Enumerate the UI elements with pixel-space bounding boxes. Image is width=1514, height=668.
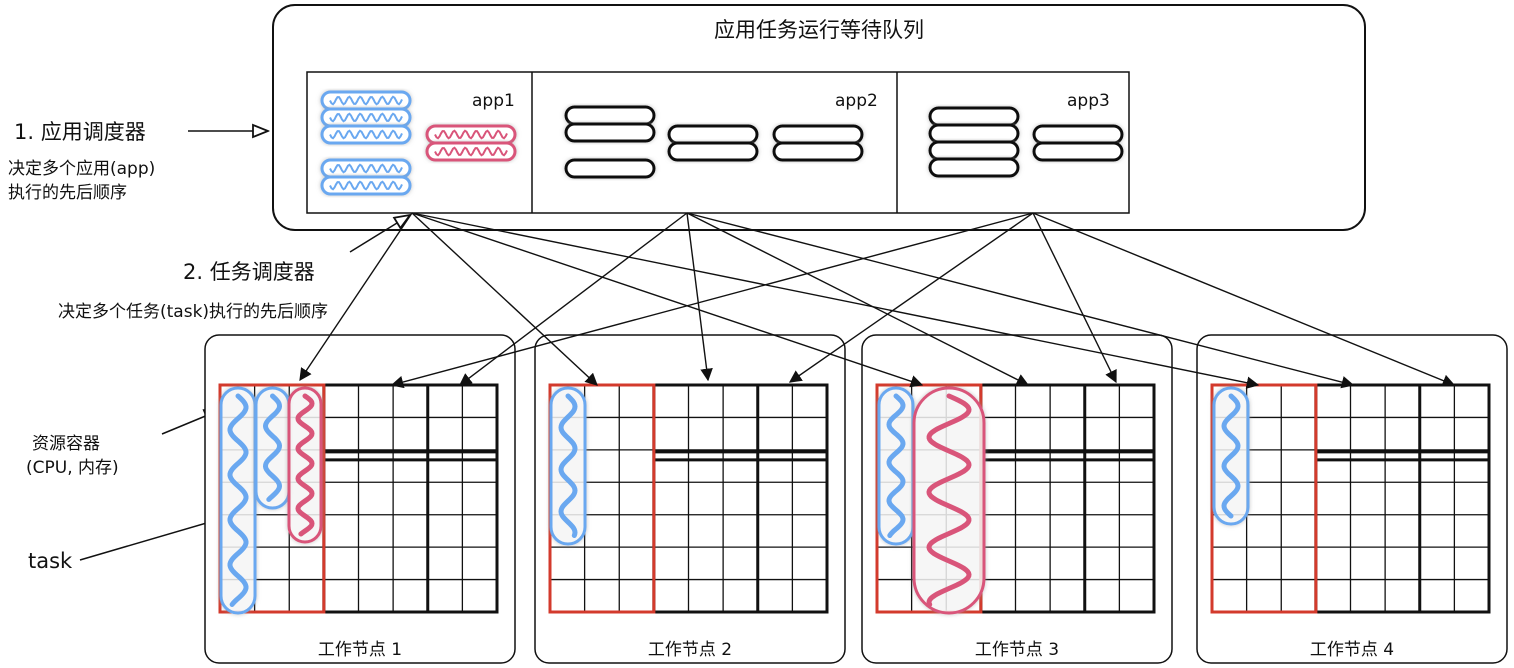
schedule-arrow <box>788 212 1034 383</box>
app2-task-pill <box>667 141 759 162</box>
resource-grid <box>548 383 829 614</box>
schedule-arrow <box>1032 212 1456 387</box>
resource-container-box <box>1210 383 1318 614</box>
app-scheduler-desc-2: 执行的先后顺序 <box>8 183 127 203</box>
app2-task-pill <box>667 124 759 145</box>
app2-task-pill <box>564 122 656 143</box>
worker-nodes: 工作节点 1 工作节点 2 工作节点 3 工作节点 4 <box>204 334 1508 664</box>
resource-container-desc: (CPU, 内存) <box>26 458 119 478</box>
queue-panel: 应用任务运行等待队列 app1 app2 app3 <box>272 4 1366 231</box>
schedule-arrow <box>1032 212 1117 384</box>
task-pill-blue <box>549 386 587 546</box>
schedule-arrow <box>411 212 924 388</box>
task-pill-pink <box>912 386 986 615</box>
schedule-arrow <box>686 212 1355 389</box>
task-scheduler-title: 2. 任务调度器 <box>183 260 315 284</box>
resource-container-title: 资源容器 <box>32 434 100 454</box>
app1-task-pill <box>320 158 412 179</box>
worker-node-2: 工作节点 2 <box>534 334 846 664</box>
task-pill-blue <box>877 386 915 546</box>
worker-node-label: 工作节点 4 <box>1310 640 1394 660</box>
app3-task-pill <box>1032 124 1124 145</box>
app2-task-pill <box>772 124 864 145</box>
app3-label: app3 <box>1067 91 1110 111</box>
app2-task-pill <box>564 158 656 179</box>
app-scheduler-desc-1: 决定多个应用(app) <box>8 159 155 179</box>
task-scheduler-arrow <box>349 215 410 253</box>
worker-node-label: 工作节点 3 <box>975 640 1059 660</box>
app2-label: app2 <box>835 91 878 111</box>
schedule-arrow <box>686 212 1030 386</box>
schedule-arrow <box>411 212 1260 389</box>
worker-node-4: 工作节点 4 <box>1196 334 1508 664</box>
app2-task-pill <box>564 105 656 126</box>
task-pill-blue <box>254 386 291 510</box>
app1-task-pill <box>320 107 412 128</box>
worker-node-label: 工作节点 1 <box>318 640 402 660</box>
resource-grid <box>1210 383 1491 614</box>
app1-task-pill <box>320 124 412 145</box>
app3-task-pill <box>1032 141 1124 162</box>
task-pill-pink <box>287 386 323 544</box>
app3-task-pill <box>928 106 1020 127</box>
app1-task-pill <box>320 175 412 196</box>
app1-label: app1 <box>472 91 515 111</box>
task-label: task <box>28 549 73 573</box>
app-scheduler-title: 1. 应用调度器 <box>14 120 146 144</box>
app2-task-pill <box>772 141 864 162</box>
task-pill-blue <box>219 386 257 615</box>
app1-task-pill <box>425 124 517 145</box>
app3-task-pill <box>928 123 1020 144</box>
app1-task-pill <box>320 90 412 111</box>
task-pill-blue <box>1212 386 1250 526</box>
app3-task-pill <box>928 157 1020 178</box>
schedule-arrow <box>299 212 413 382</box>
schedule-arrow <box>411 212 598 386</box>
schedule-arrow <box>686 212 713 382</box>
schedule-arrow <box>390 212 1034 389</box>
scheduling-arrows <box>299 212 1456 389</box>
app1-task-pill <box>425 141 517 162</box>
task-scheduler-desc: 决定多个任务(task)执行的先后顺序 <box>58 302 328 322</box>
app3-task-pill <box>928 140 1020 161</box>
queue-title: 应用任务运行等待队列 <box>714 18 924 42</box>
queue-task-pills <box>320 90 1124 196</box>
worker-node-label: 工作节点 2 <box>648 640 732 660</box>
